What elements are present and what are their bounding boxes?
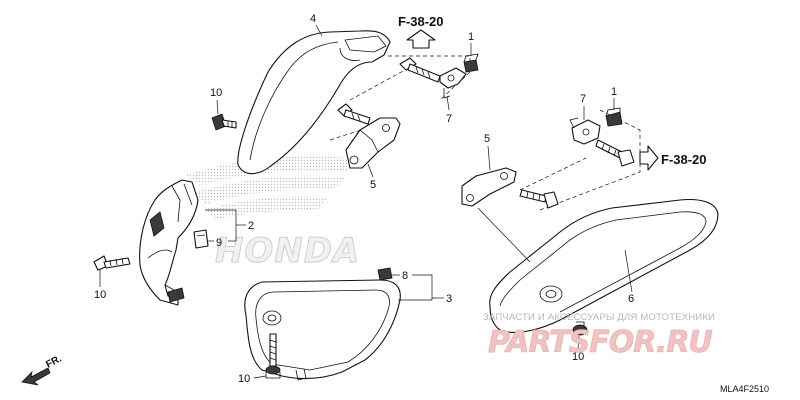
honda-brand-watermark: HONDA	[215, 231, 360, 271]
bolt-right-mid	[519, 189, 559, 209]
callout-10-right: 10	[572, 351, 584, 363]
part-5-bracket-left	[345, 117, 401, 169]
part-4-upper-cover	[237, 30, 391, 175]
store-watermark-logo: PARTSFOR.RU	[488, 325, 712, 360]
callout-9: 9	[216, 237, 222, 249]
callout-1-right: 1	[611, 86, 617, 98]
front-direction-label: FR.	[44, 353, 64, 370]
reference-right-arrow	[639, 145, 659, 171]
bolt-mid-left	[337, 103, 371, 125]
bolt-10-left-upper	[211, 113, 237, 131]
diagram-code: MLA4F2510	[720, 384, 769, 394]
front-direction-arrow	[21, 367, 51, 386]
bolt-10-right	[572, 321, 588, 336]
callout-3: 3	[446, 293, 452, 305]
reference-top: F-38-20	[398, 14, 444, 29]
callout-10-left-upper: 10	[210, 87, 222, 99]
store-watermark-text: ЗАПЧАСТИ И АКСЕССУАРЫ ДЛЯ МОТОТЕХНИКИ	[483, 312, 715, 323]
part-5-bracket-right	[461, 167, 517, 207]
part-8-grommet	[377, 267, 393, 281]
callout-10-bottom: 10	[238, 373, 250, 385]
callout-1-upper: 1	[468, 31, 474, 43]
reference-top-arrow	[406, 29, 436, 49]
part-9-grommet	[193, 229, 209, 249]
bolt-10-bottom	[265, 333, 281, 379]
reference-right: F-38-20	[661, 152, 707, 167]
callout-5-left: 5	[370, 179, 376, 191]
callout-5-right: 5	[484, 133, 490, 145]
part-3-side-cover	[244, 279, 401, 381]
part-7-clip-nut-right	[569, 117, 601, 145]
part-7-clip-nut-upper	[439, 67, 467, 99]
callout-2: 2	[248, 220, 254, 232]
honda-wing-watermark: HONDA	[185, 155, 360, 272]
callout-10-left-lower: 10	[94, 289, 106, 301]
callout-8: 8	[402, 270, 408, 282]
bolt-right-upper	[595, 139, 635, 167]
part-6-right-cover	[489, 198, 719, 333]
callout-4: 4	[310, 13, 316, 25]
part-1-grommet-upper	[463, 53, 479, 73]
callout-7-upper: 7	[446, 113, 452, 125]
bolt-10-left-lower	[93, 255, 131, 271]
callout-6: 6	[628, 293, 634, 305]
part-2-panel-left	[139, 179, 199, 306]
bolt-upper	[399, 57, 441, 83]
part-1-grommet-right	[605, 107, 623, 127]
callout-7-right: 7	[580, 93, 586, 105]
